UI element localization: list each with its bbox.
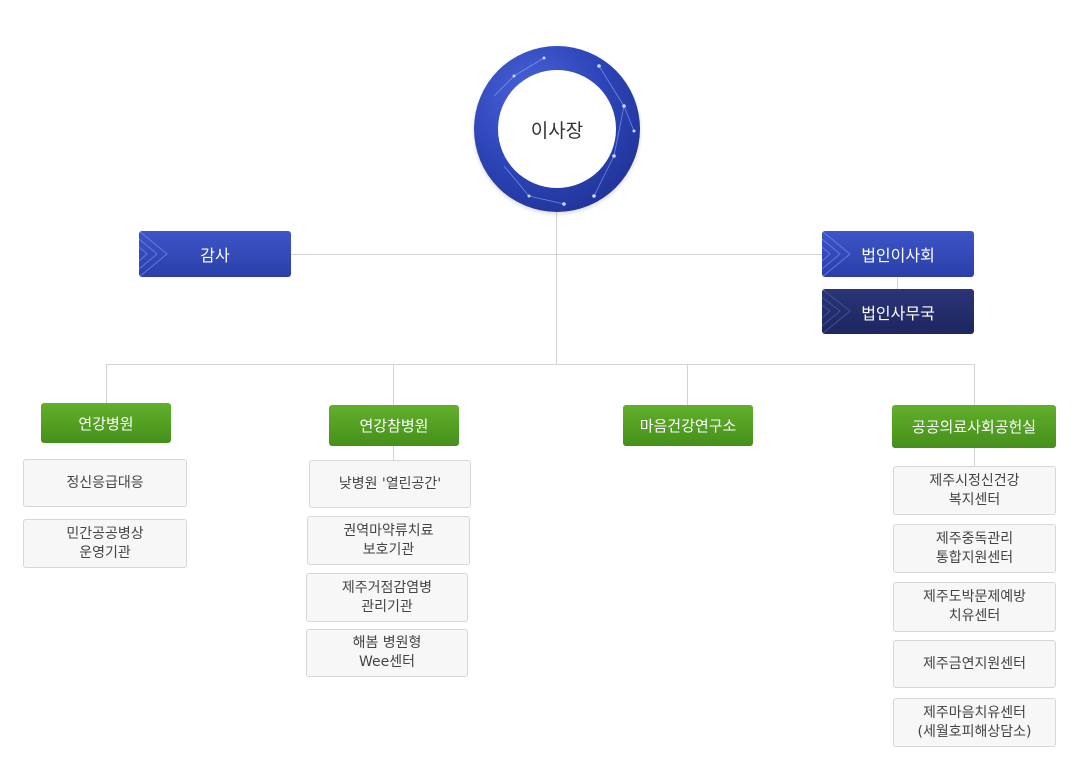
division-box: 마음건강연구소	[623, 405, 753, 446]
secretariat-label: 법인사무국	[861, 303, 935, 323]
sub-unit-box: 제주마음치유센터 (세월호피해상담소)	[893, 698, 1056, 747]
connector-division-2	[393, 364, 394, 405]
sub-unit-box: 제주금연지원센터	[893, 640, 1056, 688]
sub-unit-box: 제주중독관리 통합지원센터	[893, 524, 1056, 573]
board-box: 법인이사회	[822, 231, 974, 277]
triangle-pattern-icon	[822, 231, 851, 277]
secretariat-box: 법인사무국	[822, 289, 974, 334]
sub-unit-box: 권역마약류치료 보호기관	[307, 516, 470, 565]
connector-division-2-subs	[393, 446, 394, 460]
connector-chairman-down	[556, 210, 557, 364]
sub-unit-box: 제주도박문제예방 치유센터	[893, 582, 1056, 632]
sub-unit-box: 낮병원 '열린공간'	[309, 460, 471, 508]
connector-audit-board	[291, 254, 822, 255]
connector-division-4	[974, 364, 975, 405]
sub-unit-box: 제주시정신건강 복지센터	[893, 466, 1056, 515]
connector-divisions-horizontal	[106, 364, 975, 365]
audit-label: 감사	[200, 246, 230, 265]
sub-unit-box: 해봄 병원형 Wee센터	[306, 629, 468, 677]
chairman-label: 이사장	[498, 70, 616, 188]
chairman-node: 이사장	[474, 46, 640, 212]
division-box: 연강병원	[41, 403, 171, 443]
division-box: 연강참병원	[329, 405, 459, 446]
sub-unit-box: 정신응급대응	[23, 459, 187, 507]
sub-unit-box: 제주거점감염병 관리기관	[306, 573, 468, 622]
connector-division-3	[687, 364, 688, 405]
sub-unit-box: 민간공공병상 운영기관	[23, 519, 187, 568]
triangle-pattern-icon	[822, 289, 851, 334]
connector-division-4-subs	[974, 448, 975, 466]
triangle-pattern-icon	[139, 231, 168, 277]
board-label: 법인이사회	[861, 246, 935, 265]
connector-board-secretariat	[897, 277, 898, 289]
division-box: 공공의료사회공헌실	[892, 405, 1056, 448]
network-pattern-icon	[493, 56, 636, 206]
audit-box: 감사	[139, 231, 291, 277]
connector-division-1	[106, 364, 107, 403]
